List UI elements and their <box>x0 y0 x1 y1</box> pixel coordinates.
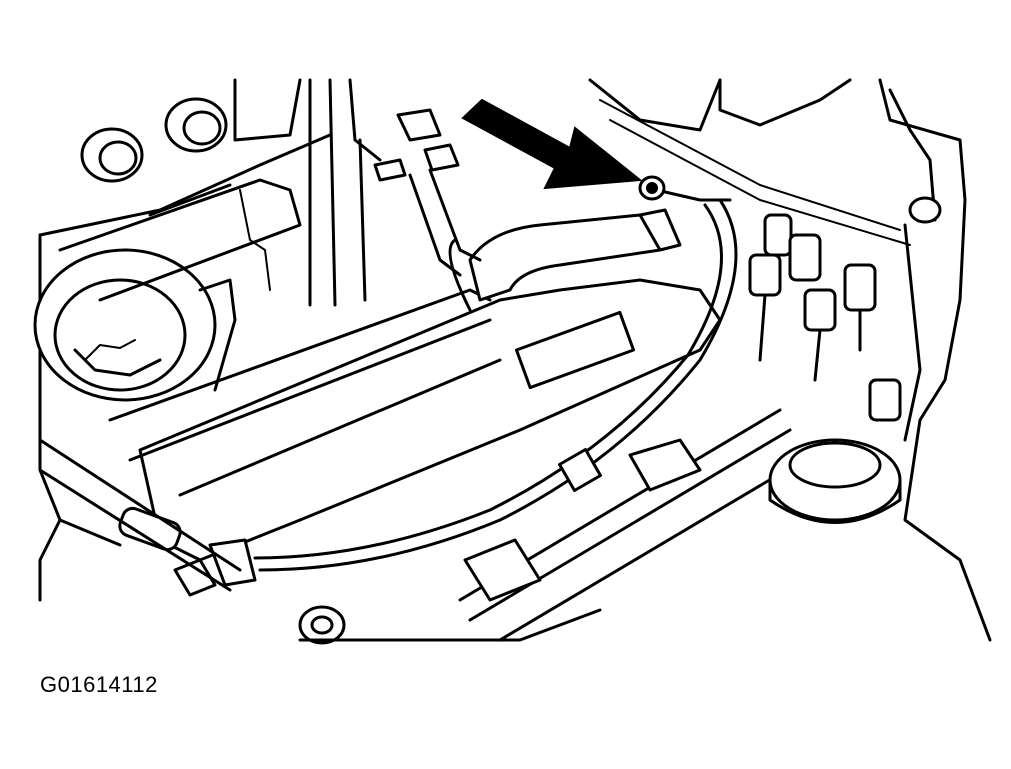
fuel-rail <box>58 178 302 302</box>
grommet-right <box>164 97 228 153</box>
oil-filler-cap <box>768 438 902 524</box>
intake-hose <box>448 208 682 312</box>
hose-bundle <box>458 408 822 642</box>
spark-plug-boots <box>748 213 902 422</box>
cable-end <box>38 438 257 597</box>
vertical-pipes <box>308 78 367 307</box>
grommet-left <box>80 127 144 183</box>
throttle-body <box>33 248 237 402</box>
engine-block-outline <box>38 78 992 642</box>
figure-caption: G01614112 <box>40 672 158 697</box>
vacuum-connector <box>638 175 732 202</box>
lower-bolt <box>298 605 602 645</box>
pcv-hose <box>373 108 482 277</box>
pointer-arrow <box>461 98 643 190</box>
throttle-cable <box>253 198 738 572</box>
right-bracket <box>888 88 942 442</box>
